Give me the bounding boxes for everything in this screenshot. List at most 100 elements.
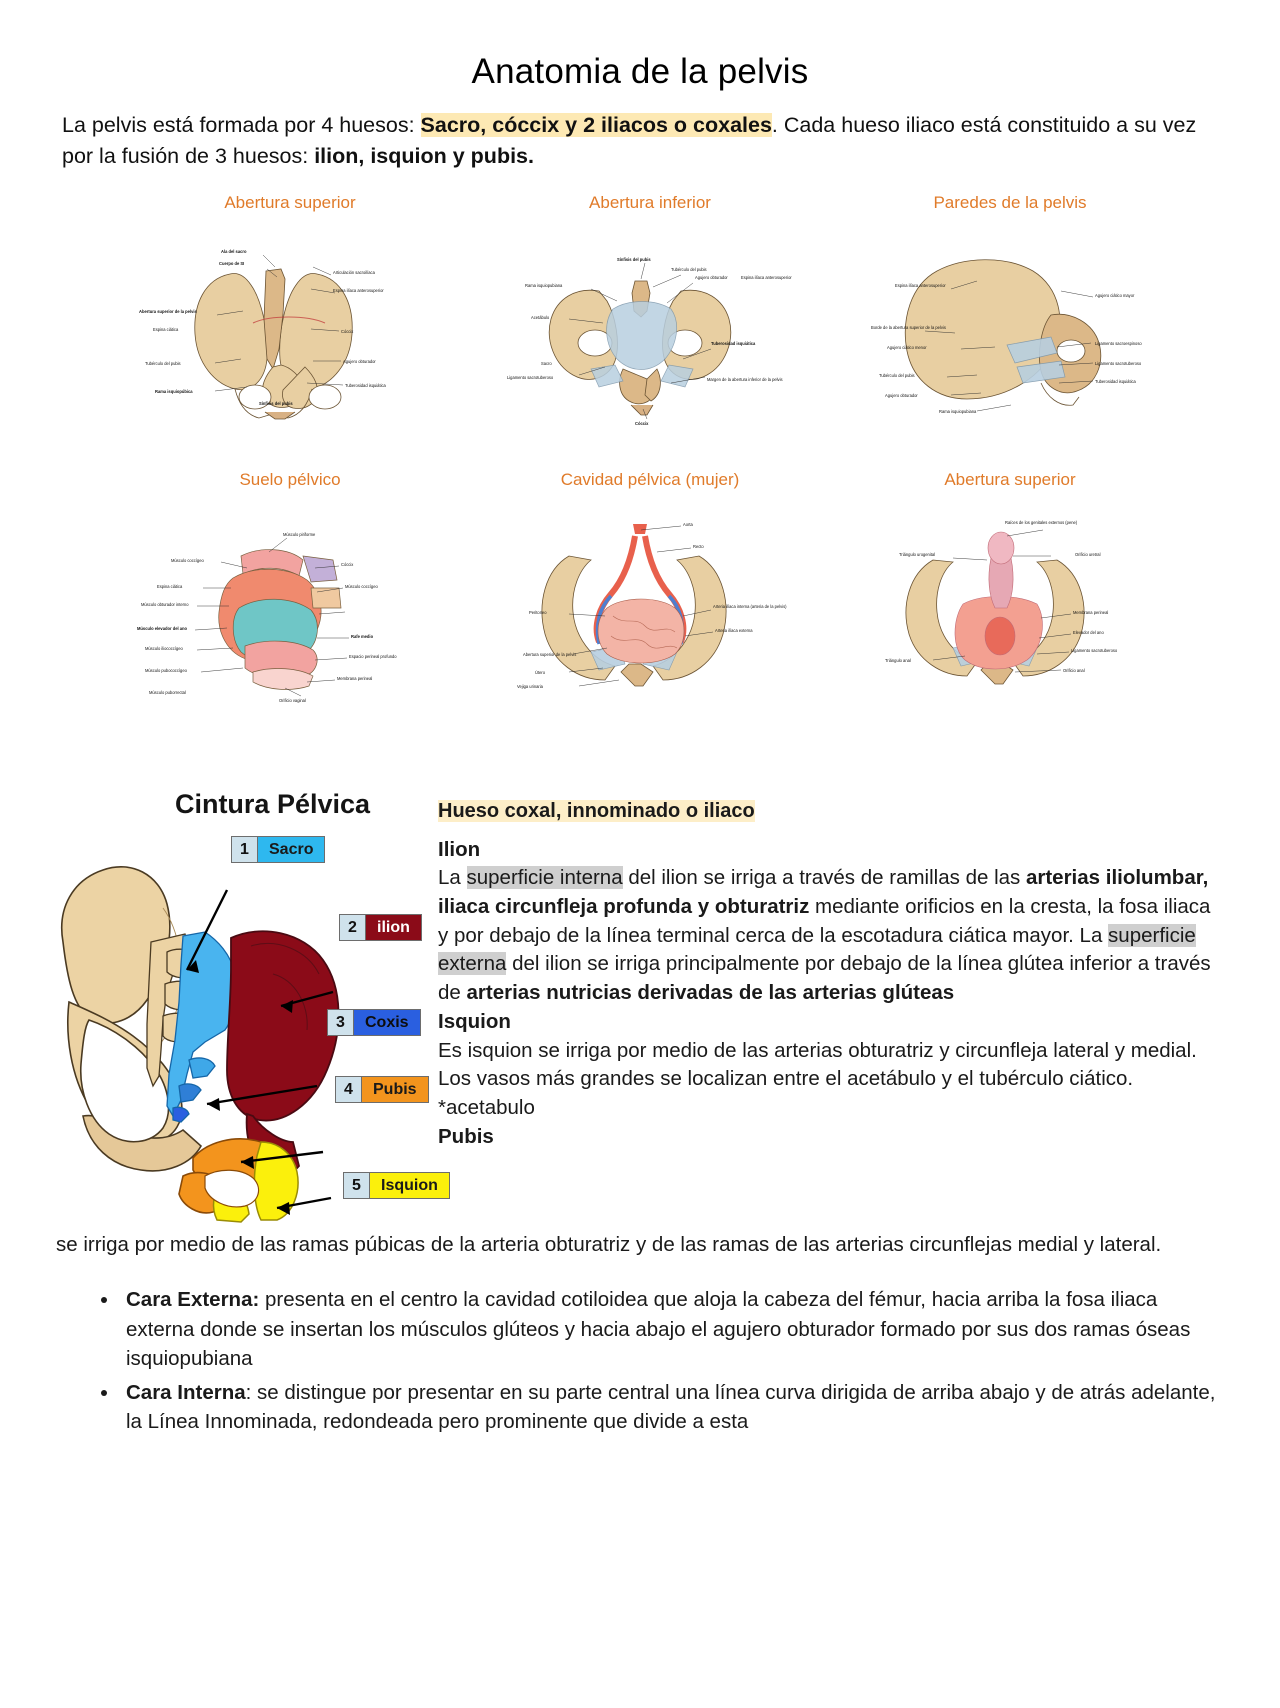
figure-label: Cuerpo de SI	[219, 261, 244, 266]
figure-image-abertura-superior: Ala del sacro Cuerpo de SI Articulación …	[135, 219, 445, 454]
figure-cell-cavidad-pelvica: Cavidad pélvica (mujer)	[470, 470, 830, 731]
figure-label: Membrana perineal	[337, 676, 372, 681]
legend-number: 4	[336, 1077, 362, 1103]
figure-label: Elevador del ano	[1073, 630, 1104, 635]
legend-chip-sacro[interactable]: 1 Sacro	[231, 836, 326, 864]
figure-label: Borde de la abertura superior de la pelv…	[871, 325, 946, 330]
figure-label: Agujero ciático menor	[887, 345, 927, 350]
figure-label: Ala del sacro	[221, 249, 247, 254]
figure-label: Triángulo anal	[885, 658, 911, 663]
figure-label: Agujero ciático mayor	[1095, 293, 1135, 298]
isquion-paragraph: Es isquion se irriga por medio de las ar…	[438, 1038, 1197, 1119]
lower-section: Cintura Pélvica	[0, 789, 1280, 1224]
legend-number: 5	[344, 1173, 370, 1199]
figure-image-abertura-superior-2: Raíces de los genitales externos (pene) …	[855, 496, 1165, 731]
legend-number: 2	[340, 915, 366, 941]
figure-label: Membrana perineal	[1073, 610, 1108, 615]
figure-label: Rama isquiopubiana	[525, 283, 563, 288]
legend-chip-isquion[interactable]: 5 Isquion	[343, 1172, 450, 1200]
document-page: Anatomia de la pelvis La pelvis está for…	[0, 52, 1280, 1708]
ilion-text-4: del ilion se irriga principalmente por d…	[438, 952, 1211, 1005]
figure-label: Tubérculo del pubis	[879, 373, 915, 378]
ilion-highlight-interna: superficie interna	[466, 866, 623, 890]
figure-label: Aorta	[683, 522, 694, 527]
figure-label: Espacio perineal profundo	[349, 654, 397, 659]
figure-label: Músculo elevador del ano	[137, 626, 188, 631]
figure-caption: Suelo pélvico	[239, 470, 341, 490]
figure-image-paredes-pelvis: Espina ilíaca anterosuperior Agujero ciá…	[855, 219, 1165, 454]
figure-label: Peritoneo	[529, 610, 547, 615]
figure-label: Útero	[535, 670, 546, 675]
figure-label: Rama isquiopúbica	[155, 389, 193, 394]
figure-label: Arteria ilíaca interna (arteria de la pe…	[713, 604, 787, 609]
figure-label: Músculo piriforme	[283, 532, 316, 537]
legend-chip-pubis[interactable]: 4 Pubis	[335, 1076, 429, 1104]
female-pelvic-cavity-illustration: Aorta Recto Arteria ilíaca interna (arte…	[517, 522, 787, 689]
figure-label: Músculo puborrectal	[149, 690, 186, 695]
ilion-paragraph: La superficie interna del ilion se irrig…	[438, 864, 1222, 1007]
caras-bullet-list: Cara Externa: presenta en el centro la c…	[64, 1285, 1216, 1437]
figure-label: Músculo coccígeo	[171, 558, 204, 563]
intro-paragraph: La pelvis está formada por 4 huesos: Sac…	[62, 110, 1220, 171]
page-title: Anatomia de la pelvis	[471, 52, 809, 91]
legend-number: 1	[232, 837, 258, 863]
legend-number: 3	[328, 1010, 354, 1036]
figure-label: Orificio anal	[1063, 668, 1085, 673]
pelvis-anterior-view-illustration: Ala del sacro Cuerpo de SI Articulación …	[139, 249, 387, 420]
pelvic-girdle-colored-illustration	[61, 866, 340, 1223]
figure-label: Orificio uretral	[1075, 552, 1101, 557]
figure-label: Articulación sacroilíaca	[333, 270, 376, 275]
figure-caption: Abertura superior	[944, 470, 1076, 490]
figure-label: Rafe medio	[351, 634, 374, 639]
legend-chip-coxis[interactable]: 3 Coxis	[327, 1009, 421, 1037]
coxal-text-column: Hueso coxal, innominado o iliaco Ilion L…	[430, 789, 1280, 1151]
figure-label: Músculo iliococcígeo	[145, 646, 183, 651]
figure-label: Sínfisis del pubis	[617, 257, 651, 262]
figure-label: Sínfisis del pubis	[259, 401, 293, 406]
ilion-text-1: La	[438, 866, 467, 890]
cintura-title: Cintura Pélvica	[174, 789, 371, 820]
figure-label: Cóccix	[341, 562, 353, 567]
legend-label: ilion	[366, 915, 421, 941]
figure-label: Raíces de los genitales externos (pene)	[1005, 520, 1078, 525]
figure-label: Vejiga urinaria	[517, 684, 544, 689]
pelvis-lateral-wall-illustration: Espina ilíaca anterosuperior Agujero ciá…	[871, 259, 1142, 414]
list-item: Cara Interna: se distingue por presentar…	[120, 1378, 1216, 1437]
intro-text-part1: La pelvis está formada por 4 huesos:	[62, 113, 421, 137]
legend-label: Isquion	[370, 1173, 449, 1199]
figure-cell-suelo-pelvico: Suelo pélvico	[110, 470, 470, 731]
figure-label: Ligamento sacrotuberoso	[1071, 648, 1118, 653]
figure-cell-paredes-pelvis: Paredes de la pelvis	[830, 193, 1190, 454]
pubis-heading: Pubis	[438, 1124, 494, 1148]
figure-label: Orificio vaginal	[279, 698, 306, 703]
ilion-bold-nutricias: arterias nutricias derivadas de las arte…	[466, 981, 955, 1005]
legend-label: Sacro	[258, 837, 325, 863]
figure-label: Tuberosidad isquiática	[711, 341, 756, 346]
figure-label: Margen de la abertura inferior de la pel…	[707, 377, 783, 382]
figure-label: Tuberosidad isquiática	[345, 383, 387, 388]
figure-label: Ligamento sacrotuberoso	[1095, 361, 1142, 366]
figure-grid: Abertura superior	[0, 193, 1280, 731]
figure-label: Agujero obturador	[695, 275, 728, 280]
ilion-text-2: del ilion se irriga a través de ramillas…	[622, 866, 1026, 890]
figure-caption: Cavidad pélvica (mujer)	[560, 470, 740, 490]
figure-label: Agujero obturador	[885, 393, 918, 398]
bullet-text-cara-interna: : se distingue por presentar en su parte…	[126, 1380, 1216, 1434]
bullet-text-cara-externa: presenta en el centro la cavidad cotiloi…	[126, 1288, 1191, 1371]
figure-label: Espina ilíaca anterosuperior	[741, 275, 792, 280]
pubis-paragraph: se irriga por medio de las ramas púbicas…	[56, 1233, 1162, 1257]
figure-caption: Abertura superior	[224, 193, 356, 213]
legend-chip-ilion[interactable]: 2 ilion	[339, 914, 422, 942]
coxal-section-title-row: Hueso coxal, innominado o iliaco	[438, 797, 1222, 826]
figure-label: Músculo pubococcígeo	[145, 668, 188, 673]
figure-label: Espina ciática	[153, 327, 179, 332]
pelvis-inferior-view-illustration: Sínfisis del pubis Tubérculo del pubis R…	[507, 257, 792, 426]
cintura-pelvica-block: Cintura Pélvica	[0, 789, 450, 1224]
figure-label: Recto	[693, 544, 704, 549]
bullet-term-cara-interna: Cara Interna	[126, 1380, 246, 1404]
figure-label: Músculo obturador interno	[141, 602, 189, 607]
figure-label: Ligamento sacrotuberoso	[507, 375, 554, 380]
coxal-section-title: Hueso coxal, innominado o iliaco	[438, 800, 755, 823]
figure-cell-abertura-superior-2: Abertura superior	[830, 470, 1190, 731]
pelvic-floor-muscles-illustration: Músculo piriforme Músculo coccígeo Cócci…	[137, 532, 397, 703]
